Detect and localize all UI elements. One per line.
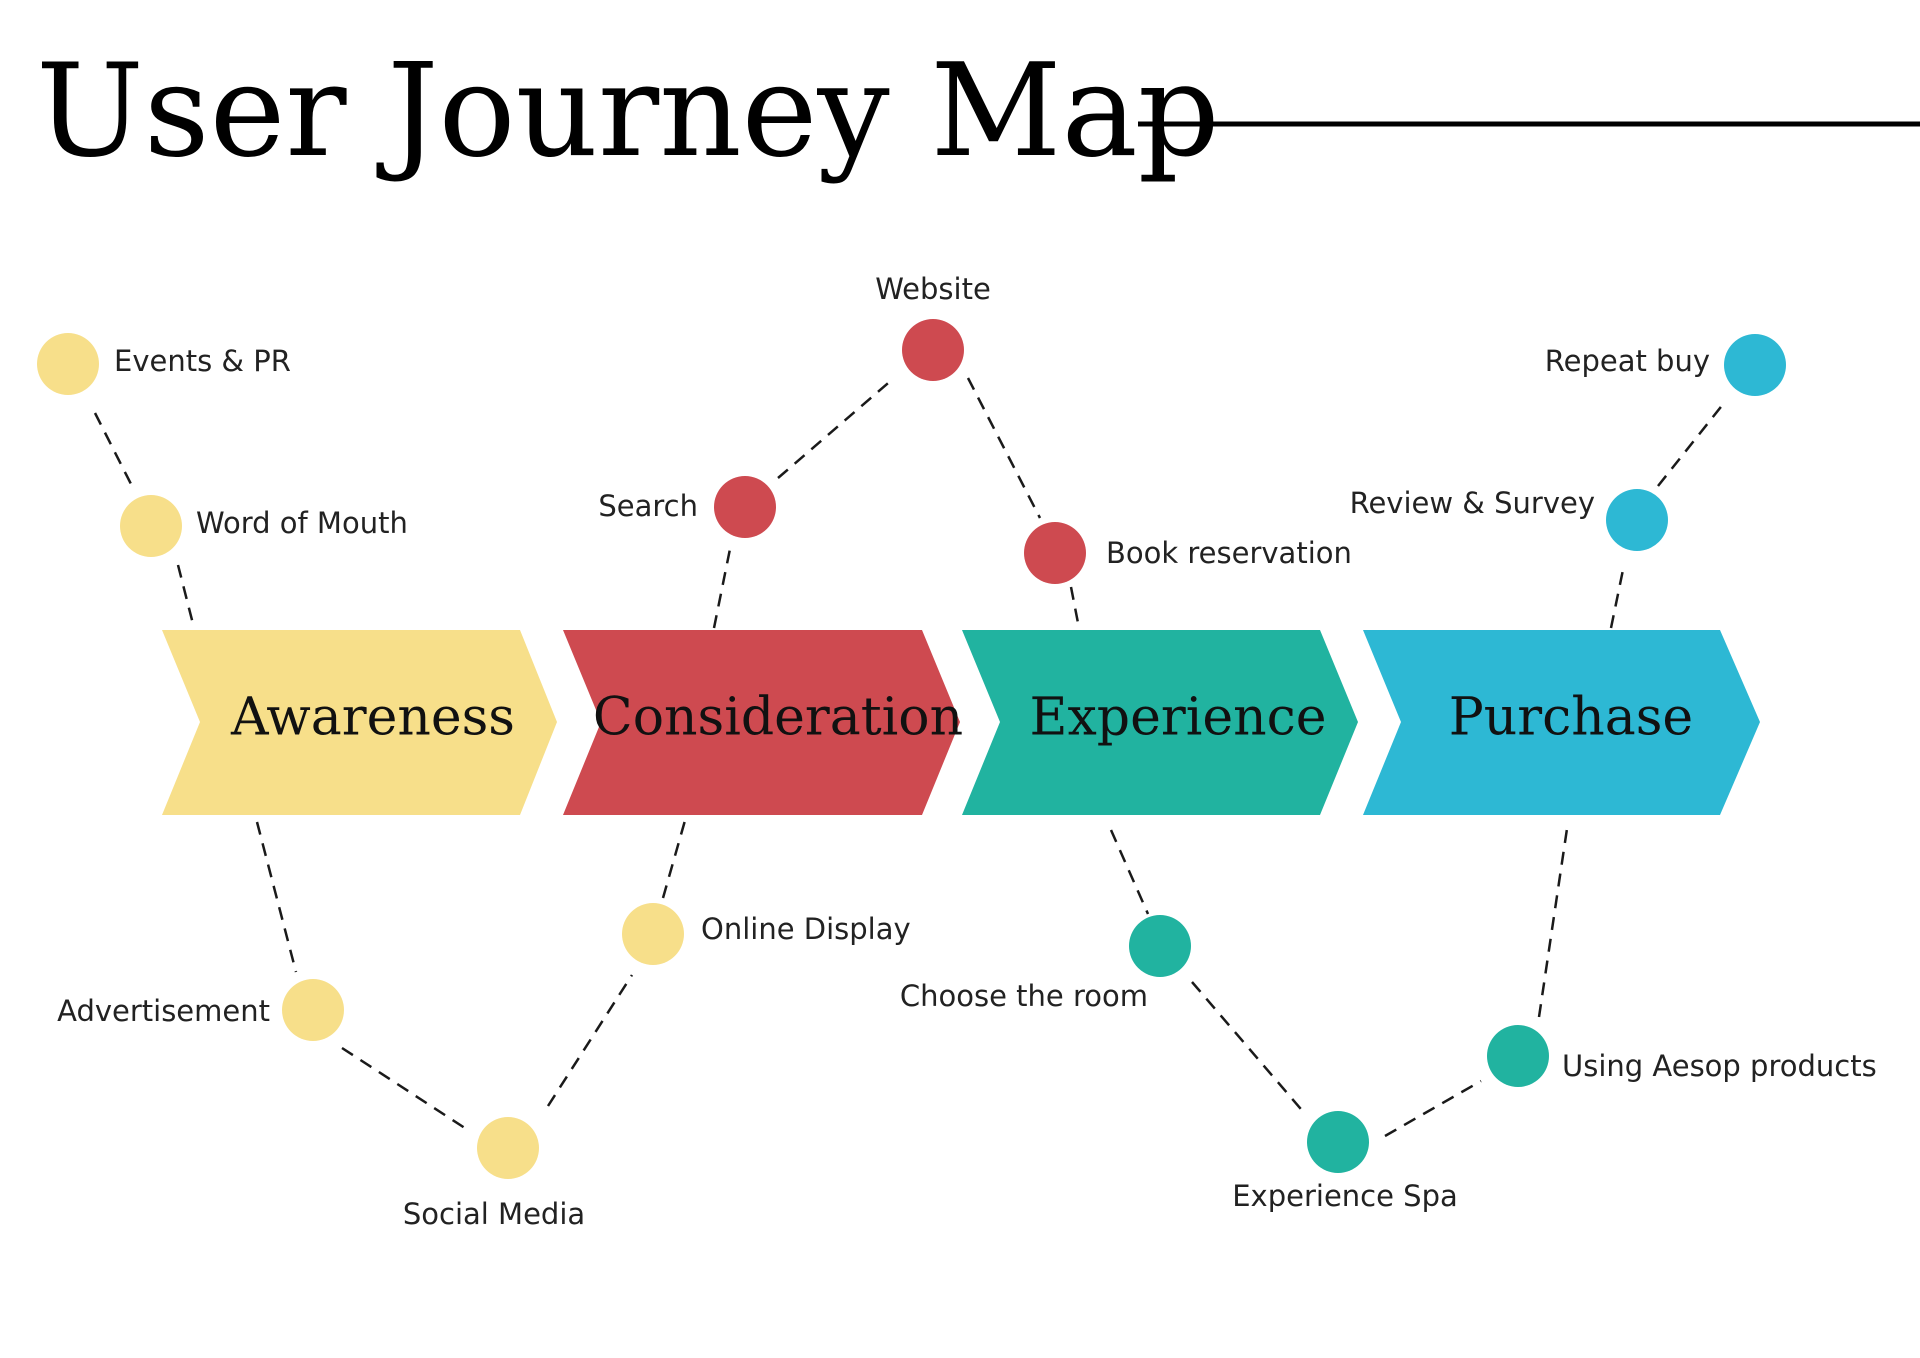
stage-label-consideration: Consideration bbox=[593, 688, 963, 748]
touchpoints: Events & PR Word of Mouth Advertisement … bbox=[37, 272, 1877, 1231]
touchpoint-label-word-of-mouth: Word of Mouth bbox=[196, 506, 408, 540]
chevron-awareness bbox=[162, 630, 557, 815]
stage-label-experience: Experience bbox=[1030, 688, 1327, 748]
touchpoint-label-website: Website bbox=[875, 272, 991, 306]
touchpoint-label-social-media: Social Media bbox=[403, 1197, 585, 1231]
touchpoint-dot-advertisement bbox=[282, 979, 344, 1041]
page-title: User Journey Map bbox=[36, 37, 1220, 186]
touchpoint-dot-review-survey bbox=[1606, 489, 1668, 551]
chevron-purchase bbox=[1363, 630, 1760, 815]
touchpoint-label-search: Search bbox=[598, 489, 698, 523]
stage-experience: Experience bbox=[962, 630, 1358, 815]
touchpoint-label-review-survey: Review & Survey bbox=[1350, 486, 1595, 520]
stage-label-awareness: Awareness bbox=[230, 688, 515, 748]
connectors bbox=[93, 377, 1725, 1138]
touchpoint-dot-search bbox=[714, 476, 776, 538]
touchpoint-dot-book-reservation bbox=[1024, 522, 1086, 584]
touchpoint-label-events-pr: Events & PR bbox=[114, 344, 291, 378]
touchpoint-dot-word-of-mouth bbox=[120, 495, 182, 557]
chevron-experience bbox=[962, 630, 1358, 815]
stage-purchase: Purchase bbox=[1363, 630, 1760, 815]
stage-awareness: Awareness bbox=[162, 630, 557, 815]
chevron-consideration bbox=[563, 630, 960, 815]
touchpoint-label-using-aesop: Using Aesop products bbox=[1562, 1049, 1877, 1083]
touchpoint-label-online-display: Online Display bbox=[701, 912, 911, 946]
touchpoint-label-choose-room: Choose the room bbox=[900, 979, 1148, 1013]
touchpoint-dot-website bbox=[902, 319, 964, 381]
touchpoint-dot-choose-room bbox=[1129, 915, 1191, 977]
stage-label-purchase: Purchase bbox=[1449, 688, 1693, 748]
touchpoint-dot-using-aesop bbox=[1487, 1025, 1549, 1087]
touchpoint-dot-repeat-buy bbox=[1724, 334, 1786, 396]
touchpoint-label-repeat-buy: Repeat buy bbox=[1545, 344, 1710, 378]
touchpoint-dot-events-pr bbox=[37, 333, 99, 395]
stage-consideration: Consideration bbox=[563, 630, 963, 815]
touchpoint-dot-social-media bbox=[477, 1117, 539, 1179]
touchpoint-label-experience-spa: Experience Spa bbox=[1232, 1179, 1458, 1213]
touchpoint-label-advertisement: Advertisement bbox=[57, 994, 270, 1028]
touchpoint-dot-experience-spa bbox=[1307, 1111, 1369, 1173]
touchpoint-label-book-reservation: Book reservation bbox=[1106, 536, 1352, 570]
touchpoint-dot-online-display bbox=[622, 903, 684, 965]
